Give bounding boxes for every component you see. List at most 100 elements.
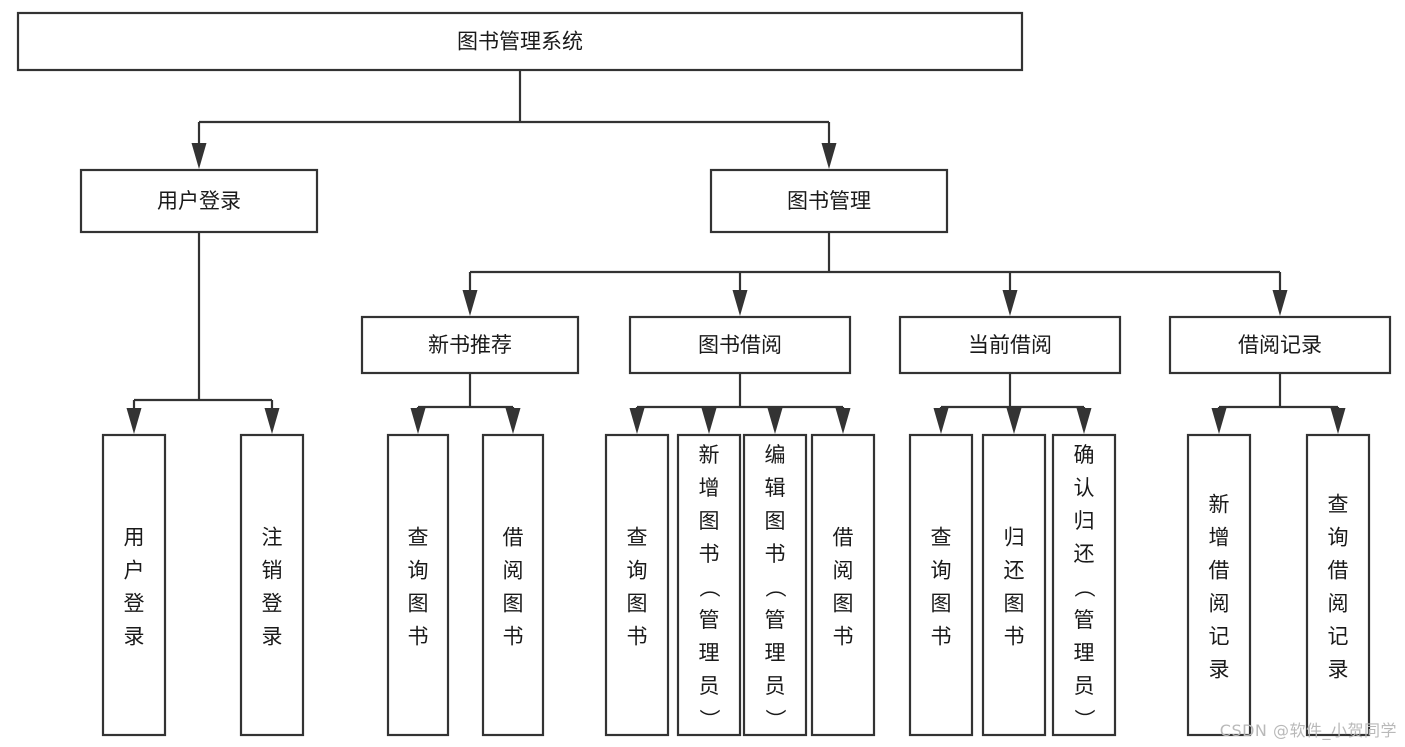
- svg-text:户: 户: [124, 559, 145, 583]
- node-box-leaf-query-record[interactable]: [1305, 433, 1371, 737]
- svg-text:记: 记: [1209, 625, 1230, 649]
- connector-group-user-login: [126, 232, 280, 434]
- node-borrow-record[interactable]: 借阅记录: [1168, 315, 1392, 375]
- svg-text:归: 归: [1004, 526, 1025, 550]
- node-box-book-manage[interactable]: [709, 168, 949, 234]
- arrow-head-icon: [264, 408, 280, 434]
- svg-text:书: 书: [1004, 625, 1025, 649]
- svg-text:理: 理: [765, 641, 786, 665]
- connector-group-current-borrow: [933, 373, 1092, 434]
- node-leaf-user-login[interactable]: 用户登录: [101, 433, 167, 737]
- node-box-leaf-query-book-3[interactable]: [908, 433, 974, 737]
- node-user-login[interactable]: 用户登录: [79, 168, 319, 234]
- svg-text:书: 书: [503, 625, 524, 649]
- svg-text:归: 归: [1074, 509, 1095, 533]
- node-box-leaf-logout[interactable]: [239, 433, 305, 737]
- svg-text:录: 录: [262, 625, 283, 649]
- node-box-leaf-query-book-1[interactable]: [386, 433, 450, 737]
- node-box-user-login[interactable]: [79, 168, 319, 234]
- node-label-new-book-rec: 新书推荐: [428, 333, 512, 357]
- node-box-leaf-return-book[interactable]: [981, 433, 1047, 737]
- svg-text:（: （: [697, 577, 721, 598]
- node-label-book-borrow: 图书借阅: [698, 333, 782, 357]
- node-box-leaf-borrow-book-2[interactable]: [810, 433, 876, 737]
- connector-group-book-borrow: [629, 373, 851, 434]
- node-label-user-login: 用户登录: [157, 189, 241, 213]
- svg-text:增: 增: [699, 476, 720, 500]
- svg-text:查: 查: [408, 526, 429, 550]
- svg-text:图: 图: [833, 592, 854, 616]
- node-box-leaf-query-book-2[interactable]: [604, 433, 670, 737]
- arrow-head-icon: [410, 408, 426, 434]
- svg-text:借: 借: [1209, 559, 1230, 583]
- node-box-new-book-rec[interactable]: [360, 315, 580, 375]
- arrow-head-icon: [1272, 290, 1288, 316]
- node-box-leaf-edit-book[interactable]: [742, 433, 808, 737]
- node-box-leaf-borrow-book-1[interactable]: [481, 433, 545, 737]
- node-box-root[interactable]: [16, 11, 1024, 72]
- node-box-borrow-record[interactable]: [1168, 315, 1392, 375]
- svg-text:借: 借: [833, 526, 854, 550]
- svg-text:编: 编: [765, 443, 786, 467]
- svg-text:还: 还: [1004, 559, 1025, 583]
- svg-text:图: 图: [503, 592, 524, 616]
- svg-text:员: 员: [765, 674, 786, 698]
- node-box-current-borrow[interactable]: [898, 315, 1122, 375]
- svg-text:书: 书: [699, 542, 720, 566]
- node-box-leaf-add-record[interactable]: [1186, 433, 1252, 737]
- svg-text:记: 记: [1328, 625, 1349, 649]
- node-box-leaf-add-book[interactable]: [676, 433, 742, 737]
- svg-text:查: 查: [1328, 493, 1349, 517]
- arrow-head-icon: [191, 143, 207, 169]
- svg-text:注: 注: [262, 526, 283, 550]
- node-box-book-borrow[interactable]: [628, 315, 852, 375]
- node-root[interactable]: 图书管理系统: [16, 11, 1024, 72]
- svg-text:借: 借: [1328, 559, 1349, 583]
- connector-group-borrow-record: [1211, 373, 1346, 434]
- arrow-head-icon: [1002, 290, 1018, 316]
- svg-text:）: ）: [763, 709, 787, 730]
- svg-text:借: 借: [503, 526, 524, 550]
- svg-text:询: 询: [931, 559, 952, 583]
- svg-text:用: 用: [124, 526, 145, 550]
- node-book-borrow[interactable]: 图书借阅: [628, 315, 852, 375]
- node-current-borrow[interactable]: 当前借阅: [898, 315, 1122, 375]
- arrow-head-icon: [821, 143, 837, 169]
- svg-text:确: 确: [1074, 443, 1095, 467]
- node-box-leaf-confirm-return[interactable]: [1051, 433, 1117, 737]
- arrow-head-icon: [933, 408, 949, 434]
- node-new-book-rec[interactable]: 新书推荐: [360, 315, 580, 375]
- arrow-head-icon: [732, 290, 748, 316]
- arrow-head-icon: [1076, 408, 1092, 434]
- svg-text:登: 登: [124, 592, 145, 616]
- svg-text:图: 图: [765, 509, 786, 533]
- connector-layer: [126, 70, 1346, 434]
- node-book-manage[interactable]: 图书管理: [709, 168, 949, 234]
- svg-text:认: 认: [1074, 476, 1095, 500]
- svg-text:新: 新: [699, 443, 720, 467]
- svg-text:（: （: [763, 577, 787, 598]
- svg-text:书: 书: [765, 542, 786, 566]
- svg-text:图: 图: [931, 592, 952, 616]
- node-box-leaf-user-login[interactable]: [101, 433, 167, 737]
